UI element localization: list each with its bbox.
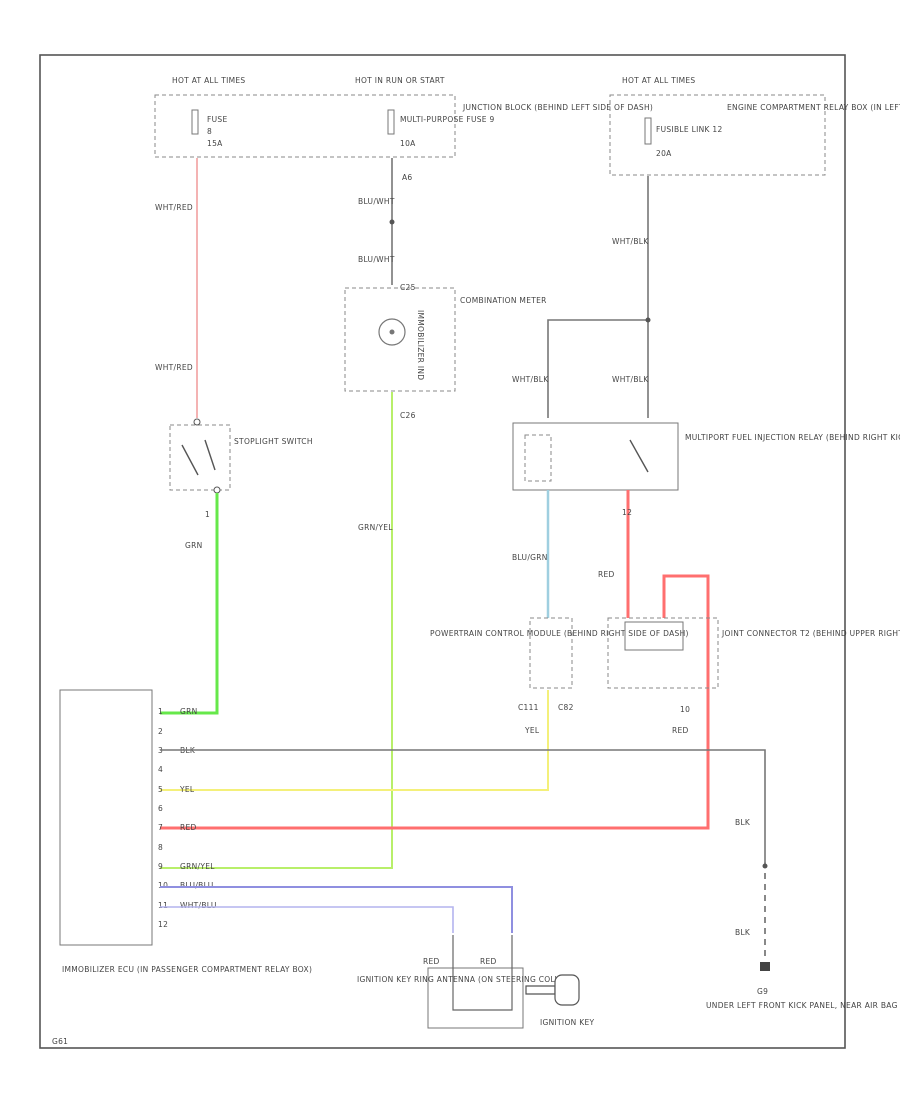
ecu-pin-10: 10 (158, 881, 168, 890)
wire-label-blu-wht-1: BLU/WHT (358, 197, 395, 206)
immobilizer-indicator-label: IMMOBILIZER IND (416, 310, 425, 380)
ecu-pin-12: 12 (158, 920, 168, 929)
diagram-frame (39, 54, 846, 1049)
junction-block-label: JUNCTION BLOCK (BEHIND LEFT SIDE OF DASH… (462, 103, 653, 112)
wire-blk-ground (160, 749, 766, 862)
wire-label-wht-blk-3: WHT/BLK (612, 375, 649, 384)
multi-purpose-fuse-label: MULTI-PURPOSE FUSE 9 (400, 115, 495, 124)
ecu-wire-label-wht-blu: WHT/BLU (180, 901, 217, 910)
wire-label-blu-grn: BLU/GRN (512, 553, 548, 562)
ground-symbol-icon (760, 962, 770, 971)
ecu-pin-11: 11 (158, 901, 168, 910)
ground-wire-label-blk-1: BLK (735, 818, 751, 827)
ecu-pin-8: 8 (158, 843, 163, 852)
ecu-pin-4: 4 (158, 765, 163, 774)
ecu-pin-9: 9 (158, 862, 163, 871)
pin-label-c25: C25 (400, 283, 416, 292)
stoplight-switch-label: STOPLIGHT SWITCH (234, 437, 313, 446)
ignition-key-ring-antenna-label: IGNITION KEY RING ANTENNA (ON STEERING C… (357, 975, 576, 984)
antenna-pin-label-1: RED (423, 957, 440, 966)
ground-wire-label-blk-2: BLK (735, 928, 751, 937)
wire-label-blu-wht-2: BLU/WHT (358, 255, 395, 264)
ecu-wire-label-grn: GRN (180, 707, 198, 716)
ecu-pin-7: 7 (158, 823, 163, 832)
wire-label-wht-red-1: WHT/RED (155, 203, 193, 212)
wire-label-red-2: RED (672, 726, 689, 735)
ecu-pin-1: 1 (158, 707, 163, 716)
wire-label-wht-blk-1: WHT/BLK (612, 237, 649, 246)
multi-purpose-fuse-rating: 10A (400, 139, 416, 148)
engine-relay-box: HOT AT ALL TIMES FUSIBLE LINK 12 20A ENG… (609, 76, 900, 176)
ecu-wire-label-yel: YEL (179, 785, 195, 794)
wire-label-wht-red-2: WHT/RED (155, 363, 193, 372)
fuse-number: 8 (207, 127, 212, 136)
wire-blu-blu (160, 886, 513, 933)
wire-wht-blk-branch (547, 319, 648, 418)
pin-label-c26: C26 (400, 411, 416, 420)
ecu-pin-6: 6 (158, 804, 163, 813)
pgm-fi-relay-label: MULTIPORT FUEL INJECTION RELAY (BEHIND R… (685, 433, 900, 442)
wire-wht-blu (160, 906, 454, 933)
ecu-pin-2: 2 (158, 727, 163, 736)
wire-grn-yel (160, 392, 393, 869)
ignition-key-ring-antenna[interactable]: RED RED IGNITION KEY RING ANTENNA (ON ST… (357, 935, 576, 1029)
hot-at-all-times-label: HOT AT ALL TIMES (172, 76, 245, 85)
immobilizer-ecu-label: IMMOBILIZER ECU (IN PASSENGER COMPARTMEN… (62, 965, 312, 974)
wire-red-loop (160, 574, 710, 830)
pin-label-12: 12 (622, 508, 632, 517)
ground-location-label: UNDER LEFT FRONT KICK PANEL, NEAR AIR BA… (706, 1001, 900, 1010)
immobilizer-ecu[interactable]: 1 2 3 4 5 6 7 8 9 10 11 12 (59, 689, 168, 946)
key-icon (554, 974, 580, 1006)
pgm-fi-relay[interactable]: MULTIPORT FUEL INJECTION RELAY (BEHIND R… (512, 422, 900, 491)
pin-label-a6: A6 (402, 173, 413, 182)
wire-label-wht-blk-2: WHT/BLK (512, 375, 549, 384)
wire-label-grn: GRN (185, 541, 203, 550)
ignition-key[interactable]: IGNITION KEY (525, 974, 594, 1027)
wire-label-red-1: RED (598, 570, 615, 579)
joint-connector-t2[interactable]: JOINT CONNECTOR T2 (BEHIND UPPER RIGHT S… (607, 617, 900, 689)
ignition-key-label: IGNITION KEY (540, 1018, 594, 1027)
hot-at-all-times-label-2: HOT AT ALL TIMES (622, 76, 695, 85)
ecu-wire-label-red: RED (180, 823, 197, 832)
stoplight-switch[interactable]: STOPLIGHT SWITCH (169, 418, 313, 494)
combination-meter[interactable]: IMMOBILIZER IND COMBINATION METER (344, 287, 547, 392)
joint-connector-label: JOINT CONNECTOR T2 (BEHIND UPPER RIGHT S… (721, 629, 900, 638)
pcm-label: POWERTRAIN CONTROL MODULE (BEHIND RIGHT … (430, 629, 689, 638)
fusible-link-label: FUSIBLE LINK 12 (656, 125, 723, 134)
ecu-pin-5: 5 (158, 785, 163, 794)
ground-g9-label: G9 (757, 987, 768, 996)
powertrain-control-module[interactable]: POWERTRAIN CONTROL MODULE (BEHIND RIGHT … (430, 617, 689, 689)
diagram-id: G61 (52, 1037, 68, 1046)
wire-yel (160, 690, 549, 791)
wire-label-grn-yel: GRN/YEL (358, 523, 393, 532)
antenna-pin-label-2: RED (480, 957, 497, 966)
ecu-wire-label-blu-blu: BLU/BLU (180, 881, 214, 890)
fusible-link-rating: 20A (656, 149, 672, 158)
wire-grn (160, 493, 219, 715)
fuse-label: FUSE (207, 115, 228, 124)
wire-label-yel-1: YEL (524, 726, 540, 735)
ecu-wire-label-grn-yel: GRN/YEL (180, 862, 215, 871)
pin-label-10: 10 (680, 705, 690, 714)
engine-relay-box-label: ENGINE COMPARTMENT RELAY BOX (IN LEFT IN… (727, 103, 900, 112)
junction-block-fuses: HOT AT ALL TIMES FUSE 8 15A HOT IN RUN O… (154, 76, 653, 158)
pin-label-c111: C111 (518, 703, 539, 712)
pin-label-c82: C82 (558, 703, 574, 712)
pin-label-stoplight-1: 1 (205, 510, 210, 519)
hot-in-run-label: HOT IN RUN OR START (355, 76, 445, 85)
fuse-rating: 15A (207, 139, 223, 148)
combination-meter-label: COMBINATION METER (460, 296, 547, 305)
